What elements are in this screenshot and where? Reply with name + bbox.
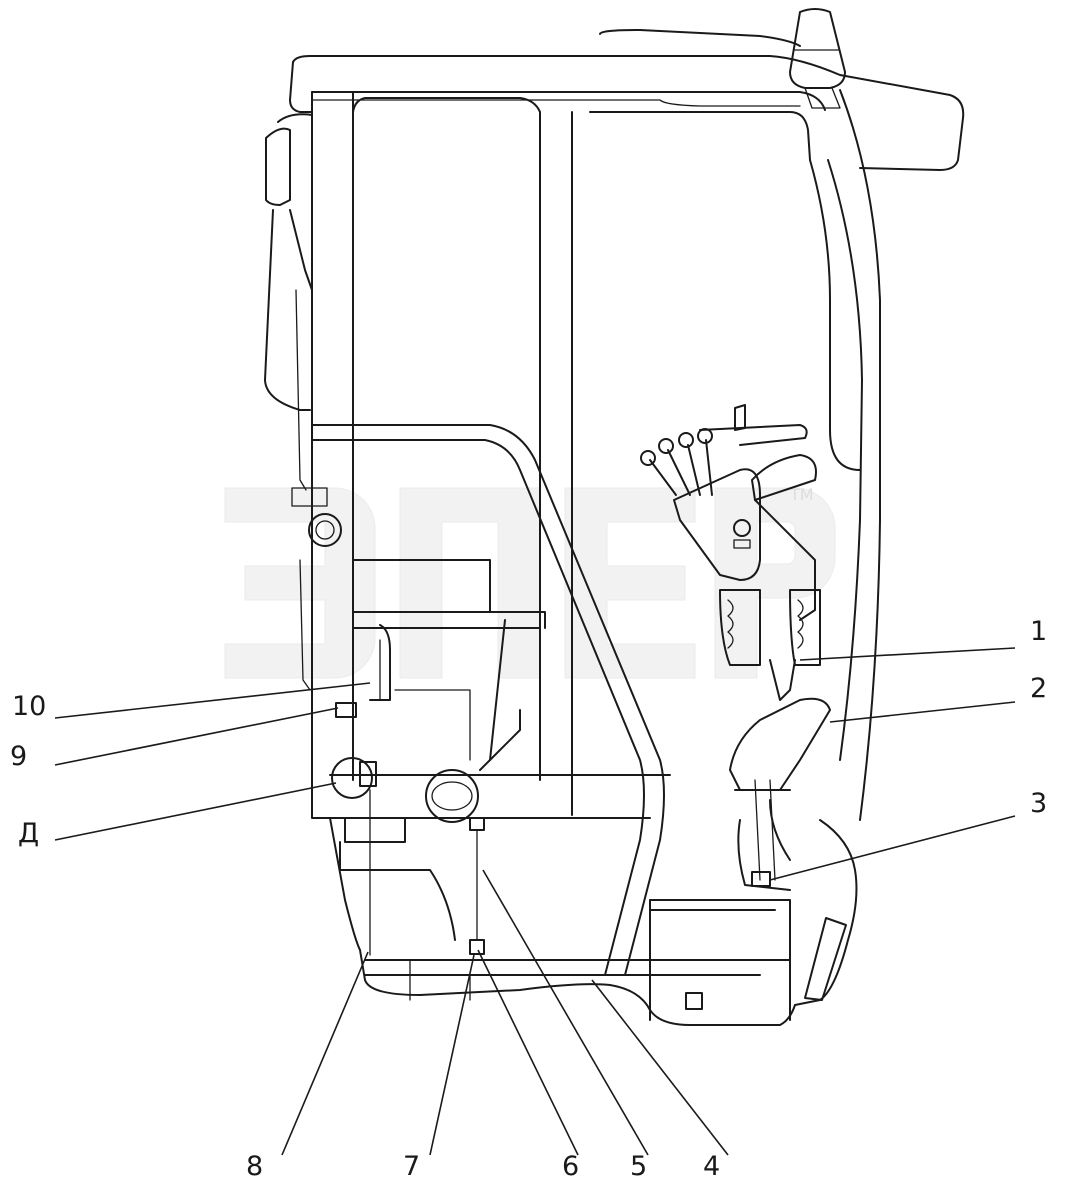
callout-label-10: 10 bbox=[12, 691, 46, 722]
callout-labels: 1 2 3 4 5 6 7 8 9 10 Д bbox=[10, 616, 1047, 1182]
callout-label-8: 8 bbox=[246, 1151, 263, 1182]
floor-panel bbox=[329, 559, 671, 823]
callout-label-9: 9 bbox=[10, 741, 27, 772]
seat bbox=[729, 659, 831, 891]
watermark-tm: TM bbox=[789, 485, 814, 504]
callout-label-3: 3 bbox=[1030, 788, 1047, 819]
cab-frame bbox=[311, 89, 881, 821]
callout-label-2: 2 bbox=[1030, 673, 1047, 704]
callout-label-6: 6 bbox=[562, 1151, 579, 1182]
cab-roof bbox=[289, 29, 965, 171]
lower-body bbox=[329, 789, 858, 1026]
left-mirror bbox=[264, 113, 313, 491]
callout-lines bbox=[54, 647, 1016, 1156]
beacon bbox=[789, 8, 846, 109]
watermark-logo: TM bbox=[224, 485, 836, 679]
callout-label-5: 5 bbox=[630, 1151, 647, 1182]
callout-label-1: 1 bbox=[1030, 616, 1047, 647]
handrail bbox=[311, 424, 665, 976]
callout-label-d: Д bbox=[18, 818, 39, 849]
callout-label-7: 7 bbox=[403, 1151, 420, 1182]
callout-label-4: 4 bbox=[703, 1151, 720, 1182]
control-levers bbox=[640, 404, 821, 666]
